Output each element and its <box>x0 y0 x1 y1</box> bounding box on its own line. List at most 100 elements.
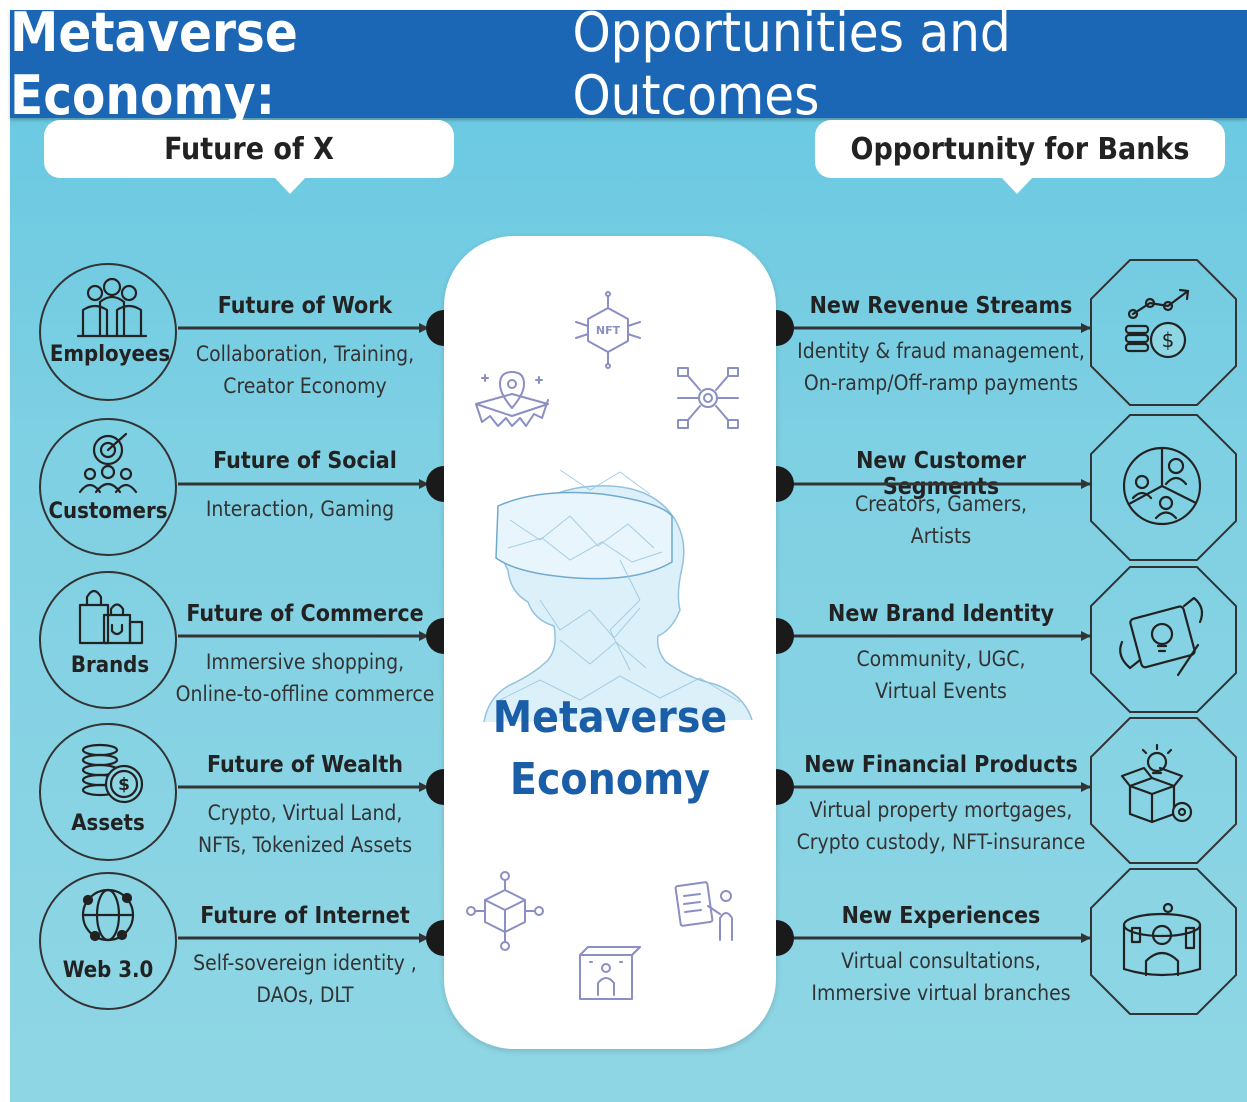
desc-line: Immersive virtual branches <box>811 981 1071 1005</box>
title-bold: Metaverse Economy: <box>10 1 298 127</box>
connector-dot <box>426 769 444 805</box>
octagon-segments <box>1090 414 1237 561</box>
vr-headset-person-illustration <box>483 469 753 723</box>
connector-dot <box>426 618 444 654</box>
connector-dot <box>776 769 794 805</box>
product-box-icon <box>1120 743 1193 824</box>
circle-assets <box>39 723 177 861</box>
left-row-desc-internet: Self-sovereign identity , DAOs, DLT <box>176 947 434 1011</box>
connectors <box>426 310 794 956</box>
right-row-title-experiences: New Experiences <box>841 903 1041 929</box>
desc-line: Creators, Gamers, <box>854 492 1028 516</box>
header-bar: Metaverse Economy: Opportunities and Out… <box>10 1 1247 127</box>
desc-line: Collaboration, Training, <box>195 342 415 366</box>
connector-dot <box>776 920 794 956</box>
network-hub-icon <box>677 367 739 429</box>
right-row-desc-experiences: Virtual consultations, Immersive virtual… <box>790 945 1092 1009</box>
center-title-line2: Economy <box>509 754 711 805</box>
circle-label-web3: Web 3.0 <box>62 958 154 983</box>
nft-label: NFT <box>596 324 621 337</box>
shopping-bags-icon <box>78 589 144 645</box>
right-callout-label: Opportunity for Banks <box>850 131 1190 167</box>
left-row-title-work: Future of Work <box>217 293 393 319</box>
circle-label-employees: Employees <box>49 342 171 367</box>
desc-line: Self-sovereign identity , <box>193 951 417 975</box>
desc-line: Artists <box>910 524 972 548</box>
desc-line: On-ramp/Off-ramp payments <box>803 371 1079 395</box>
left-row-title-internet: Future of Internet <box>200 903 410 929</box>
left-row-desc-social: Interaction, Gaming <box>176 493 424 525</box>
customer-segments-icon <box>1122 446 1202 526</box>
left-row-desc-wealth: Crypto, Virtual Land, NFTs, Tokenized As… <box>176 797 434 861</box>
revenue-growth-icon <box>1124 288 1190 359</box>
title-light: Opportunities and Outcomes <box>572 1 1011 127</box>
connector-dot <box>776 466 794 502</box>
people-group-icon <box>76 277 148 338</box>
octagons <box>1090 259 1237 1015</box>
connector-dot <box>776 310 794 346</box>
octagon-brand <box>1090 566 1237 713</box>
right-row-desc-segments: Creators, Gamers, Artists <box>795 488 1087 552</box>
page-title: Metaverse Economy: Opportunities and Out… <box>10 1 1247 127</box>
desc-line: Virtual property mortgages, <box>809 798 1073 822</box>
connector-dot <box>426 920 444 956</box>
desc-line: Interaction, Gaming <box>205 497 395 521</box>
circle-label-brands: Brands <box>70 653 150 678</box>
desc-line: Creator Economy <box>223 374 387 398</box>
circle-customers <box>39 418 177 556</box>
circle-label-customers: Customers <box>48 499 168 524</box>
right-row-desc-financial: Virtual property mortgages, Crypto custo… <box>786 794 1096 858</box>
presentation-avatar-icon <box>674 881 733 941</box>
octagon-revenue <box>1090 259 1237 406</box>
nft-icon <box>575 291 641 369</box>
right-row-title-brand: New Brand Identity <box>828 601 1054 627</box>
location-land-icon <box>475 371 549 427</box>
octagon-experiences <box>1090 868 1237 1015</box>
right-callout-tip <box>1001 177 1033 194</box>
metaverse-cube-icon <box>466 871 544 951</box>
connector-dot <box>426 466 444 502</box>
brand-idea-icon <box>1119 596 1204 677</box>
circle-employees <box>39 263 177 401</box>
desc-line: NFTs, Tokenized Assets <box>197 833 413 857</box>
right-row-desc-revenue: Identity & fraud management, On-ramp/Off… <box>790 335 1092 399</box>
left-row-desc-commerce: Immersive shopping, Online-to-offline co… <box>172 646 438 710</box>
left-arrows <box>178 323 429 943</box>
dollar-glyph: $ <box>118 775 130 795</box>
virtual-room-icon <box>579 946 641 1000</box>
right-arrows <box>790 323 1091 943</box>
desc-line: Community, UGC, <box>856 647 1026 671</box>
left-row-title-wealth: Future of Wealth <box>207 752 403 778</box>
left-row-title-commerce: Future of Commerce <box>186 601 424 627</box>
right-row-desc-brand: Community, UGC, Virtual Events <box>795 643 1087 707</box>
right-row-title-financial: New Financial Products <box>804 752 1078 778</box>
globe-network-icon <box>81 888 135 942</box>
desc-line: Online-to-offline commerce <box>175 682 435 706</box>
desc-line: Crypto, Virtual Land, <box>207 801 403 825</box>
right-row-title-segments: New Customer Segments <box>856 448 1026 500</box>
circle-label-assets: Assets <box>71 811 145 836</box>
circle-web3 <box>39 872 177 1010</box>
left-callout-tip <box>274 177 306 194</box>
desc-line: DAOs, DLT <box>256 983 354 1007</box>
coin-stack-icon <box>81 743 144 804</box>
target-audience-icon <box>78 432 138 494</box>
left-row-desc-work: Collaboration, Training, Creator Economy <box>176 338 434 402</box>
right-callout: Opportunity for Banks <box>815 120 1225 194</box>
left-callout: Future of X <box>44 120 454 194</box>
desc-line: Immersive shopping, <box>205 650 405 674</box>
desc-line: Crypto custody, NFT-insurance <box>796 830 1086 854</box>
left-callout-label: Future of X <box>164 131 334 167</box>
connector-dot <box>776 618 794 654</box>
dollar-glyph: $ <box>1162 328 1175 352</box>
right-row-title-revenue: New Revenue Streams <box>809 293 1073 319</box>
center-title-line1: Metaverse <box>492 692 728 743</box>
octagon-financial <box>1090 717 1237 864</box>
desc-line: Virtual consultations, <box>841 949 1041 973</box>
connector-dot <box>426 310 444 346</box>
virtual-experience-icon <box>1122 902 1202 977</box>
desc-line: Identity & fraud management, <box>797 339 1085 363</box>
circle-brands <box>39 571 177 709</box>
left-row-title-social: Future of Social <box>213 448 397 474</box>
